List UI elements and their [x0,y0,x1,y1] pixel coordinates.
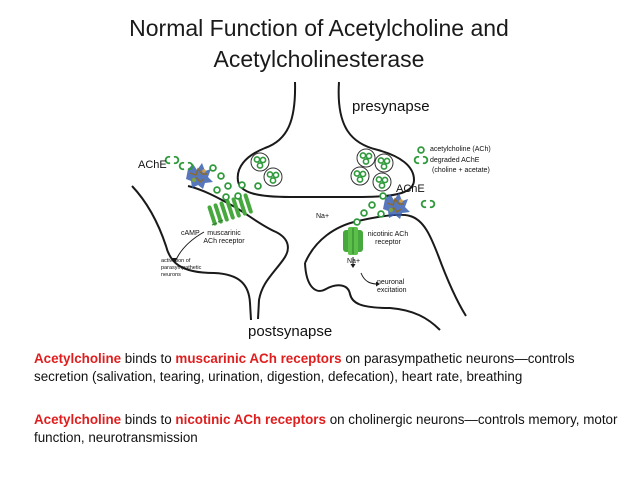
vesicle [350,166,370,186]
legend-ach-label: acetylcholine (ACh) [430,146,491,153]
caption-nicotinic: Acetylcholine binds to nicotinic ACh rec… [34,411,624,446]
legend-degraded-icon [413,155,429,165]
caption-nicotinic-receptors: nicotinic ACh receptors [175,412,326,427]
page-title-line-2: Acetylcholinesterase [213,46,425,72]
sodium-label-top: Na+ [316,213,330,220]
legend-degraded-label: degraded AChE [430,157,480,164]
nicotinic-receptor-label: nicotinic ACh receptor [367,231,409,246]
caption-text: binds to [121,351,176,366]
vesicle [372,172,392,192]
postsynapse-label: postsynapse [248,323,333,340]
caption-muscarinic-receptors: muscarinic ACh receptors [175,351,342,366]
camp-label: cAMP [181,230,200,237]
vesicle [356,148,376,168]
caption-text: binds to [121,412,176,427]
page-title-line-1: Normal Function of Acetylcholine and [129,15,509,41]
vesicle [374,153,394,173]
ache-label-left: AChE [138,159,167,171]
degraded-ache-icon [164,155,180,165]
degraded-ache-icon [420,199,436,209]
legend-products-label: (choline + acetate) [432,167,490,174]
degraded-ache-icon [178,161,194,171]
ache-label-right: AChE [396,183,425,195]
caption-muscarinic: Acetylcholine binds to muscarinic ACh re… [34,350,624,385]
muscarinic-receptor-label: muscarinic ACh receptor [203,230,245,245]
muscarinic-receptor [207,193,253,226]
right-postsynaptic-neuron [304,213,467,331]
neuronal-excitation-label: neuronal excitation [377,279,407,294]
legend-ach-icon [417,146,425,154]
left-postsynaptic-neuron [131,185,289,321]
activation-label: activation of parasympathetic neurons [161,258,202,278]
presynaptic-terminal [236,81,416,198]
vesicle [263,167,283,187]
caption-ach-1: Acetylcholine [34,351,122,366]
arrow-heads [172,258,380,287]
ache-enzyme-left [185,162,214,190]
caption-ach-2: Acetylcholine [34,412,122,427]
caption-text: on cholinergic neurons—controls memory, … [34,412,618,445]
vesicle [250,152,270,172]
presynapse-label: presynapse [352,98,430,115]
sodium-label-bottom: Na+ [347,258,361,265]
caption-text: on parasympathetic neurons—controls secr… [34,351,575,384]
nicotinic-receptor [343,227,363,255]
